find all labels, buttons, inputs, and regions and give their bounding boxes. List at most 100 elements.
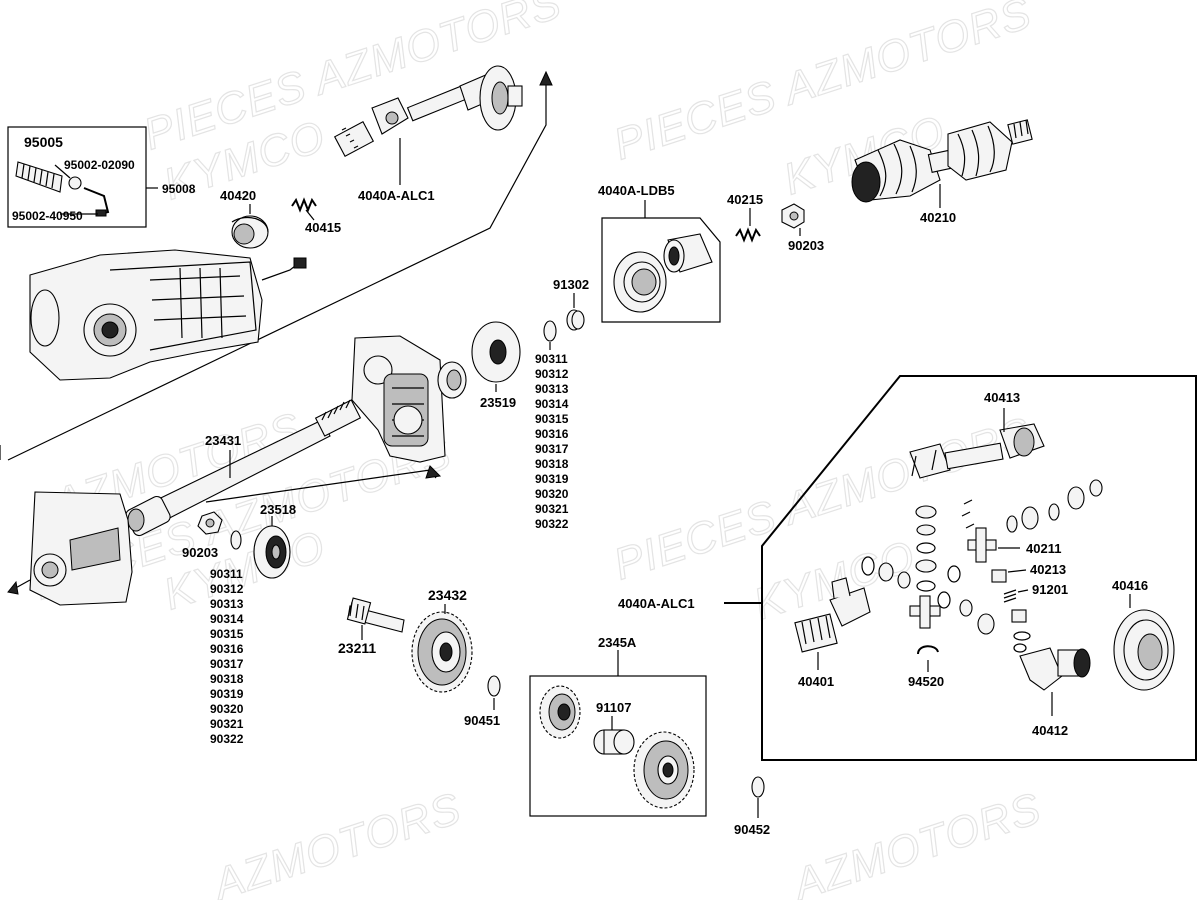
shim-number: 90312 [535, 367, 569, 381]
bearing-stack-icon [915, 499, 975, 592]
shim-number: 90322 [210, 732, 244, 746]
watermark-text: KYMCO [748, 532, 921, 630]
part-label-95008: 95008 [162, 182, 196, 196]
watermark-text: AZMOTORS [205, 784, 467, 900]
cv-drive-shaft-40210-icon [851, 119, 1033, 203]
shim-number: 90311 [535, 352, 568, 366]
seal-91302-icon [566, 309, 585, 331]
universal-joint-cross-lower-icon [909, 595, 941, 629]
kit-frame [601, 217, 721, 323]
part-label-23431: 23431 [205, 433, 241, 448]
bearing-cup-40213-icon [991, 569, 1007, 583]
watermark-text: AZMOTORS [785, 784, 1047, 900]
rubber-boot-icon [15, 161, 63, 193]
shim-number: 90311 [210, 567, 243, 581]
part-label-90451: 90451 [464, 713, 500, 728]
gear-23432-icon [411, 611, 473, 693]
part-label-40415: 40415 [305, 220, 341, 235]
arrow-head-icon [539, 70, 553, 86]
part-label-90203-left: 90203 [182, 545, 218, 560]
part-label-23211: 23211 [338, 640, 376, 656]
boot-kit-box [7, 126, 158, 228]
part-label-95002-02090: 95002-02090 [64, 158, 135, 172]
shim-list-left: 90311 90312 90313 90314 90315 90316 9031… [210, 567, 244, 746]
part-label-94520: 94520 [908, 674, 944, 689]
shim-number: 90320 [535, 487, 569, 501]
leader-line [305, 209, 315, 221]
boot-collar-icon [663, 233, 713, 273]
hose-clip-icon [95, 209, 107, 217]
part-label-40412: 40412 [1032, 723, 1068, 738]
shim-number: 90318 [535, 457, 569, 471]
shim-number: 90312 [210, 582, 244, 596]
clamp-ring-icon [68, 176, 82, 190]
part-label-40420: 40420 [220, 188, 256, 203]
propshaft-exploded-detail: 40413 40211 40213 [724, 375, 1197, 761]
gear-small-icon [539, 685, 581, 739]
part-label-2345A: 2345A [598, 635, 637, 650]
gearcase-lower-icon [7, 491, 133, 606]
propeller-shaft-top-icon [333, 65, 523, 157]
part-label-95002-40950: 95002-40950 [12, 209, 83, 223]
bearing-cup-row-icon [1006, 479, 1103, 533]
needle-bearing-91107-icon [593, 729, 635, 755]
gear-kit-2345A [529, 675, 707, 817]
nut-90203-top-icon [781, 203, 805, 229]
kit-frame [7, 126, 147, 228]
spring-40215-icon [735, 227, 761, 243]
part-label-4040A-ALC1-right: 4040A-ALC1 [618, 596, 695, 611]
part-label-4040A-LDB5: 4040A-LDB5 [598, 183, 675, 198]
shim-number: 90316 [535, 427, 569, 441]
shim-washer-left-icon [230, 530, 242, 550]
shim-number: 90318 [210, 672, 244, 686]
arrow-head-icon [425, 465, 442, 479]
part-label-91302: 91302 [553, 277, 589, 292]
part-label-23432: 23432 [428, 587, 467, 603]
gear-large-icon [633, 731, 695, 809]
dust-seal-icon [613, 251, 667, 313]
shim-number: 90321 [535, 502, 569, 516]
seal-kit-4040A-LDB5 [601, 217, 721, 323]
shim-number: 90320 [210, 702, 244, 716]
flange-yoke-40412-icon [1019, 647, 1091, 691]
universal-joint-cross-40211-icon [967, 527, 997, 563]
part-label-23519: 23519 [480, 395, 516, 410]
shim-number: 90317 [535, 442, 569, 456]
part-label-95005: 95005 [24, 134, 63, 150]
part-label-40401: 40401 [798, 674, 834, 689]
part-label-40215: 40215 [727, 192, 763, 207]
rear-gearcase-icon [29, 249, 307, 381]
shim-number: 90319 [210, 687, 244, 701]
slip-yoke-40401-icon [794, 577, 871, 653]
gearcase-cover-icon [351, 335, 467, 463]
shim-number: 90313 [210, 597, 244, 611]
output-shaft-23431-icon [125, 399, 362, 537]
cup-stack-lower-icon [1011, 609, 1031, 653]
leader-line [1017, 589, 1029, 593]
shim-list-center: 90311 90312 90313 90314 90315 90316 9031… [535, 352, 569, 531]
circlip-94520-icon [917, 645, 939, 655]
shim-washer-center-icon [543, 320, 557, 342]
part-label-4040A-ALC1-top: 4040A-ALC1 [358, 188, 435, 203]
part-label-90452: 90452 [734, 822, 770, 837]
shim-number: 90314 [535, 397, 569, 411]
part-label-40413: 40413 [984, 390, 1020, 405]
dust-cover-40416-icon [1113, 609, 1175, 691]
shim-number: 90316 [210, 642, 244, 656]
shim-number: 90314 [210, 612, 244, 626]
yoke-shaft-40413-icon [909, 423, 1045, 479]
shaft-23211-icon [346, 597, 405, 633]
needle-roller-91201-icon [1003, 589, 1017, 603]
nut-90203-left-icon [197, 511, 223, 535]
bearing-23518-icon [253, 525, 291, 579]
leader-line [54, 164, 71, 179]
shim-number: 90317 [210, 657, 244, 671]
shim-number: 90319 [535, 472, 569, 486]
shim-number: 90313 [535, 382, 569, 396]
thrust-washer-90451-icon [487, 675, 501, 697]
bearing-23519-icon [471, 321, 521, 383]
part-label-40213: 40213 [1030, 562, 1066, 577]
part-label-40211: 40211 [1026, 541, 1061, 556]
part-label-91201: 91201 [1032, 582, 1068, 597]
thrust-washer-90452-icon [751, 776, 765, 798]
